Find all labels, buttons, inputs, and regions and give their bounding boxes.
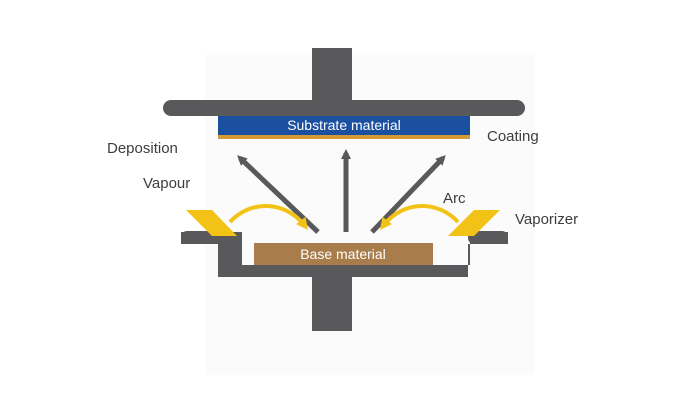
arc-label: Arc: [443, 190, 466, 207]
arc-arrow-left: [228, 204, 309, 230]
bottom-shaft: [312, 277, 352, 331]
vapour-label: Vapour: [143, 175, 191, 192]
top-shaft: [312, 48, 352, 103]
coating-label: Coating: [487, 128, 539, 145]
substrate-label: Substrate material: [287, 117, 401, 133]
vaporizer-electrode-right: [448, 210, 500, 236]
crucible-rim-right: [468, 231, 508, 244]
vaporizer-label: Vaporizer: [515, 211, 579, 228]
crucible: [181, 232, 508, 277]
coating-layer: [218, 135, 470, 139]
base-material-block: [254, 243, 433, 265]
deposition-label: Deposition: [107, 140, 178, 157]
vaporizer-electrode-left: [186, 210, 237, 236]
arc-arrow-right: [379, 204, 460, 230]
deposition-arrow-left: [237, 155, 320, 234]
base-label: Base material: [300, 246, 386, 262]
deposition-arrow-right: [370, 155, 446, 234]
top-crossbar: [163, 100, 525, 116]
substrate-material-plate: [218, 116, 470, 135]
